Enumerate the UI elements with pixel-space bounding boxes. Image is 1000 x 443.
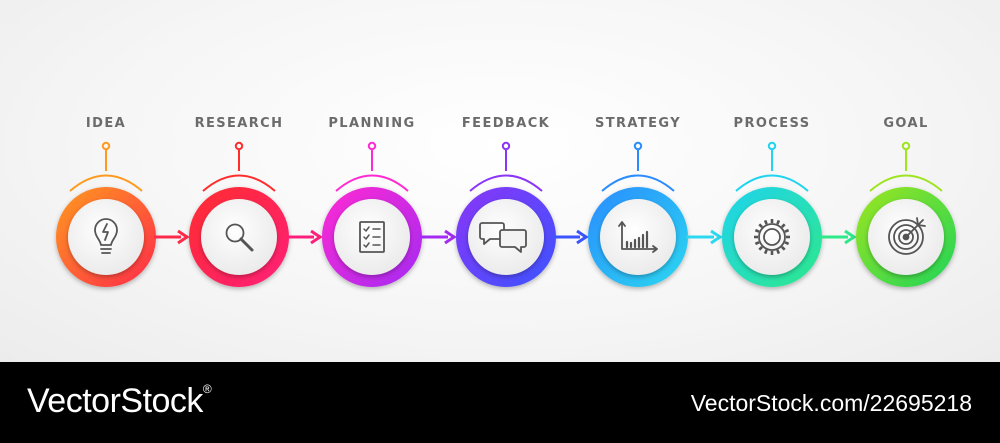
watermark-footer: VectorStock® VectorStock.com/22695218 [0,362,1000,443]
inner-disc [600,199,676,275]
arrow-connector [287,229,323,245]
pin-dot [367,141,377,151]
step-label-research: RESEARCH [194,116,284,131]
cap-arc [601,174,675,192]
gear-icon [754,219,790,255]
pin-dot [234,141,244,151]
arrow-connector [154,229,190,245]
chat-bubbles-icon [479,222,527,253]
step-research [189,141,289,287]
pin-dot [501,141,511,151]
inner-disc [201,199,277,275]
step-label-idea: IDEA [85,116,127,131]
arrow-connector [554,229,589,245]
checklist-icon [359,221,385,253]
step-goal [856,141,956,287]
step-process [722,141,822,287]
pin-dot [101,141,111,151]
inner-disc [334,199,410,275]
registered-mark: ® [202,382,212,396]
bar-chart-icon [618,221,658,253]
cap-arc [869,174,943,192]
step-strategy [588,141,688,287]
arrow-connector [420,229,457,245]
step-label-strategy: STRATEGY [594,116,682,131]
pin-dot [633,141,643,151]
cap-arc [735,174,809,192]
arrow-connector [686,229,723,245]
step-planning [322,141,422,287]
inner-disc [734,199,810,275]
step-label-feedback: FEEDBACK [461,116,551,131]
step-label-planning: PLANNING [328,116,416,131]
target-icon [888,217,926,255]
lightbulb-icon [94,218,118,254]
step-label-process: PROCESS [733,116,811,131]
step-idea [56,141,156,287]
step-feedback [456,141,556,287]
step-label-goal: GOAL [883,116,929,131]
brand-name: VectorStock [27,382,203,420]
arrow-connector [820,229,857,245]
cap-arc [335,174,409,192]
infographic-stage: IDEA RESEARCH PLANNING FEEDBACK STRATEGY… [0,0,1000,362]
vectorstock-logo: VectorStock® [27,382,212,421]
cap-arc [202,174,276,192]
pin-dot [767,141,777,151]
cap-arc [69,174,143,192]
stock-id: VectorStock.com/22695218 [690,390,972,416]
magnifier-icon [225,223,254,252]
pin-dot [901,141,911,151]
process-diagram [56,141,956,287]
cap-arc [469,174,543,192]
